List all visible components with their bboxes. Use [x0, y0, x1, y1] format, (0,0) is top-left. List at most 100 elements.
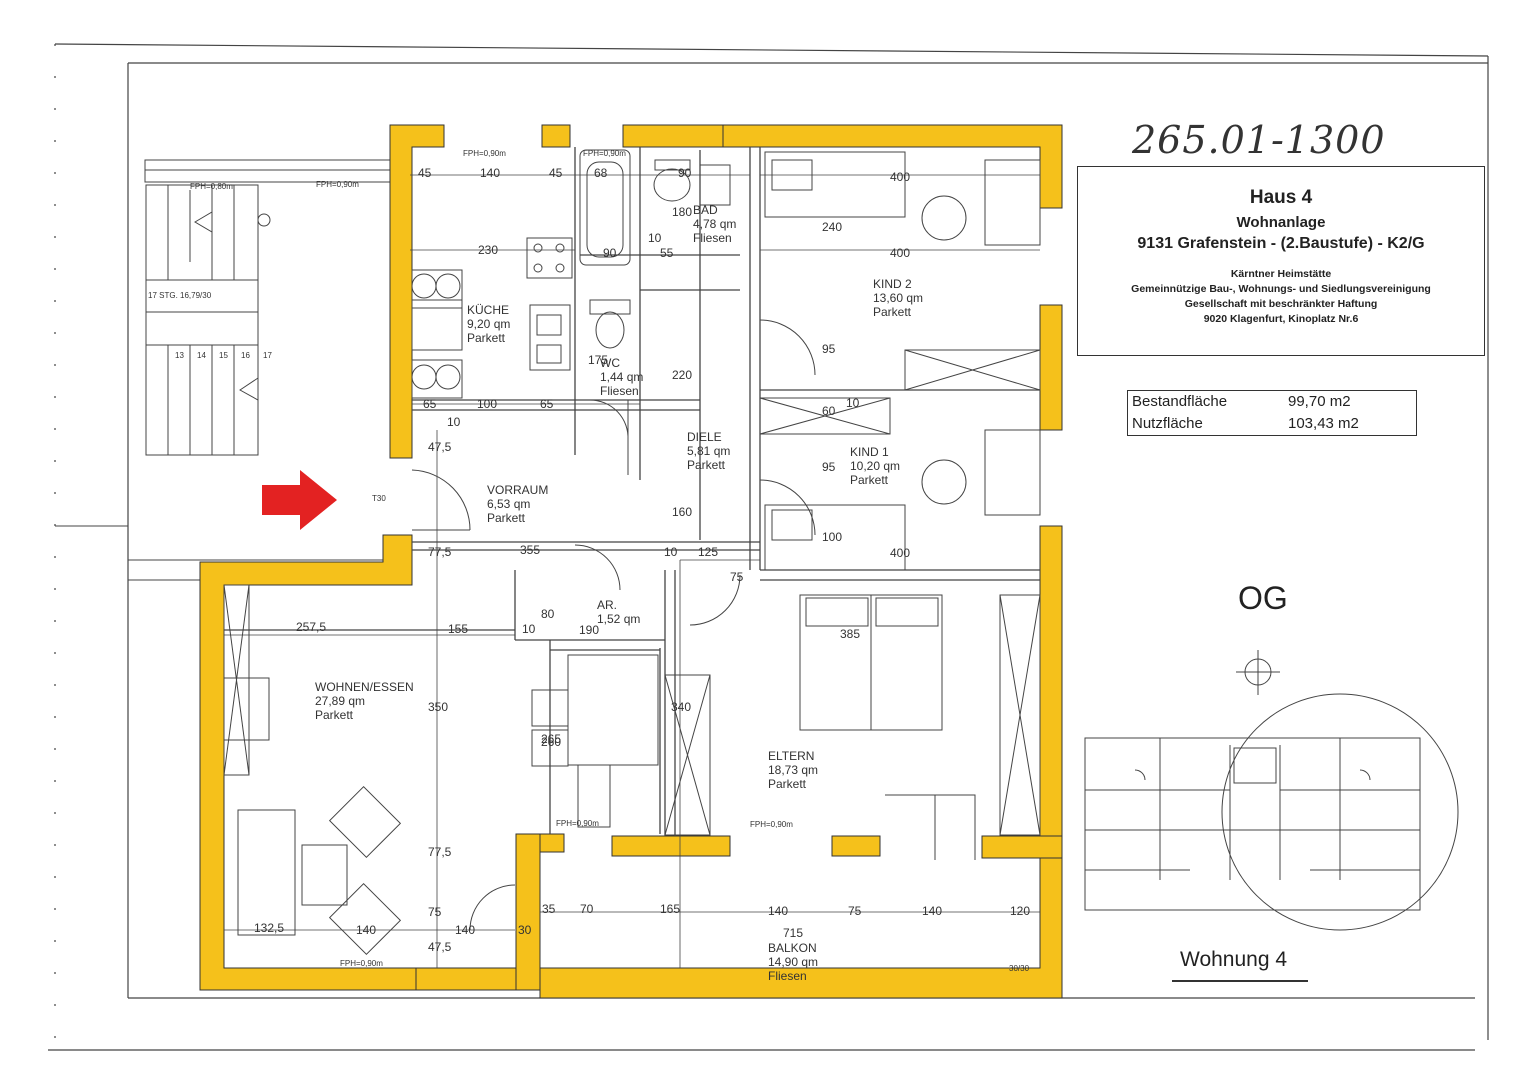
dimension-balkon: 75 [848, 904, 862, 918]
room-name: WOHNEN/ESSEN [315, 680, 414, 694]
dimension-balkon: 120 [1010, 904, 1031, 918]
small-label: 16 [241, 351, 250, 360]
room-floor: Fliesen [768, 969, 807, 983]
dimension-vorraum: 77,5 [428, 545, 452, 559]
small-label: FPH=0,90m [583, 149, 626, 158]
dimension-kitchen: 65 [423, 397, 437, 411]
small-label: FPH=0,90m [556, 819, 599, 828]
staircase [55, 159, 391, 581]
nutz-value: 103,43 m2 [1288, 415, 1359, 432]
dimension-balkon: 715 [783, 926, 804, 940]
room-area: 4,78 qm [693, 217, 737, 231]
dimension-kitchen: 230 [478, 243, 499, 257]
room-floor: Parkett [768, 777, 807, 791]
dimension-top_row: 90 [678, 166, 692, 180]
dimension-vorraum: 47,5 [428, 440, 452, 454]
bath-fixtures [579, 149, 731, 475]
dimension-ar: 190 [579, 623, 600, 637]
unit-label: Wohnung 4 [1180, 948, 1288, 971]
dimension-misc: 60 [822, 404, 836, 418]
room-area: 6,53 qm [487, 497, 531, 511]
dimension-top_row: 140 [480, 166, 501, 180]
room-name: KÜCHE [467, 303, 510, 317]
small-label: FPH=0,90m [463, 149, 506, 158]
room-area: 1,44 qm [600, 370, 644, 384]
room-name: DIELE [687, 430, 722, 444]
dimension-kitchen: 10 [447, 415, 461, 429]
room-area: 5,81 qm [687, 444, 731, 458]
small-label: FPH=0,80m [190, 182, 233, 191]
dimension-balkon: 165 [660, 902, 681, 916]
entrance-arrow [262, 470, 337, 530]
dimension-bath: 90 [603, 246, 617, 260]
dimension-diele: 125 [698, 545, 719, 559]
room-area: 14,90 qm [768, 955, 819, 969]
org-address: 9020 Klagenfurt, Kinoplatz Nr.6 [1203, 313, 1359, 325]
dimension-balkon: 30 [518, 923, 532, 937]
dimension-wohnen: 75 [428, 905, 442, 919]
small-label: 17 STG. 16,79/30 [148, 291, 212, 300]
small-label: FPH=0,90m [340, 959, 383, 968]
area-summary: Bestandfläche 99,70 m2 Nutzfläche 103,43… [1127, 390, 1417, 436]
dimension-kind2: 400 [890, 246, 911, 260]
small-label: T30 [372, 494, 386, 503]
bestand-value: 99,70 m2 [1288, 393, 1351, 410]
nutz-label: Nutzfläche [1132, 415, 1203, 432]
room-floor: Parkett [487, 511, 526, 525]
room-area: 13,60 qm [873, 291, 924, 305]
dimension-kind2: 240 [822, 220, 843, 234]
dimension-wohnen: 155 [448, 622, 469, 636]
dimension-diele: 10 [664, 545, 678, 559]
bestand-label: Bestandfläche [1132, 393, 1228, 410]
dimension-balkon: 140 [922, 904, 943, 918]
dimension-wohnen: 47,5 [428, 940, 452, 954]
dimension-kind2: 400 [890, 170, 911, 184]
room-area: 10,20 qm [850, 459, 901, 473]
dimension-eltern: 385 [840, 627, 861, 641]
room-name: VORRAUM [487, 483, 549, 497]
dimension-wohnen: 257,5 [296, 620, 327, 634]
dimension-bath: 180 [672, 205, 693, 219]
org-line2: Gemeinnützige Bau-, Wohnungs- und Siedlu… [1131, 283, 1431, 295]
dimension-kitchen: 65 [540, 397, 554, 411]
dimension-balkon: 140 [768, 904, 789, 918]
room-name: BALKON [768, 941, 817, 955]
small-label: 30/30 [1009, 964, 1030, 973]
dimension-balkon: 70 [580, 902, 594, 916]
room-label: AR.1,52 qm [597, 598, 640, 626]
room-area: 1,52 qm [597, 612, 641, 626]
unit-underline [1172, 980, 1308, 982]
title-block: Haus 4 Wohnanlage 9131 Grafenstein - (2.… [1077, 166, 1485, 356]
small-label: 13 [175, 351, 184, 360]
room-floor: Parkett [850, 473, 889, 487]
dimension-eltern: 265 [541, 732, 562, 746]
small-label: 15 [219, 351, 228, 360]
title-haus: Haus 4 [1249, 187, 1313, 208]
room-area: 9,20 qm [467, 317, 511, 331]
dimension-ar: 10 [522, 622, 536, 636]
dimension-misc: 75 [730, 570, 744, 584]
dimension-bath: 175 [588, 353, 609, 367]
room-name: BAD [693, 203, 718, 217]
room-name: KIND 2 [873, 277, 912, 291]
room-floor: Parkett [873, 305, 912, 319]
dimension-balkon: 35 [542, 902, 556, 916]
room-name: KIND 1 [850, 445, 889, 459]
dimension-balkon: 140 [455, 923, 476, 937]
small-label: FPH=0,90m [750, 820, 793, 829]
dimension-kitchen: 100 [477, 397, 498, 411]
handwritten-number: 265.01-1300 [1132, 118, 1386, 162]
dimension-wohnen: 350 [428, 700, 449, 714]
room-floor: Fliesen [600, 384, 639, 398]
dimension-kind1: 100 [822, 530, 843, 544]
room-area: 18,73 qm [768, 763, 819, 777]
small-label: FPH=0,90m [316, 180, 359, 189]
dimension-misc: 260 [541, 735, 562, 749]
dimension-wohnen: 140 [356, 923, 377, 937]
